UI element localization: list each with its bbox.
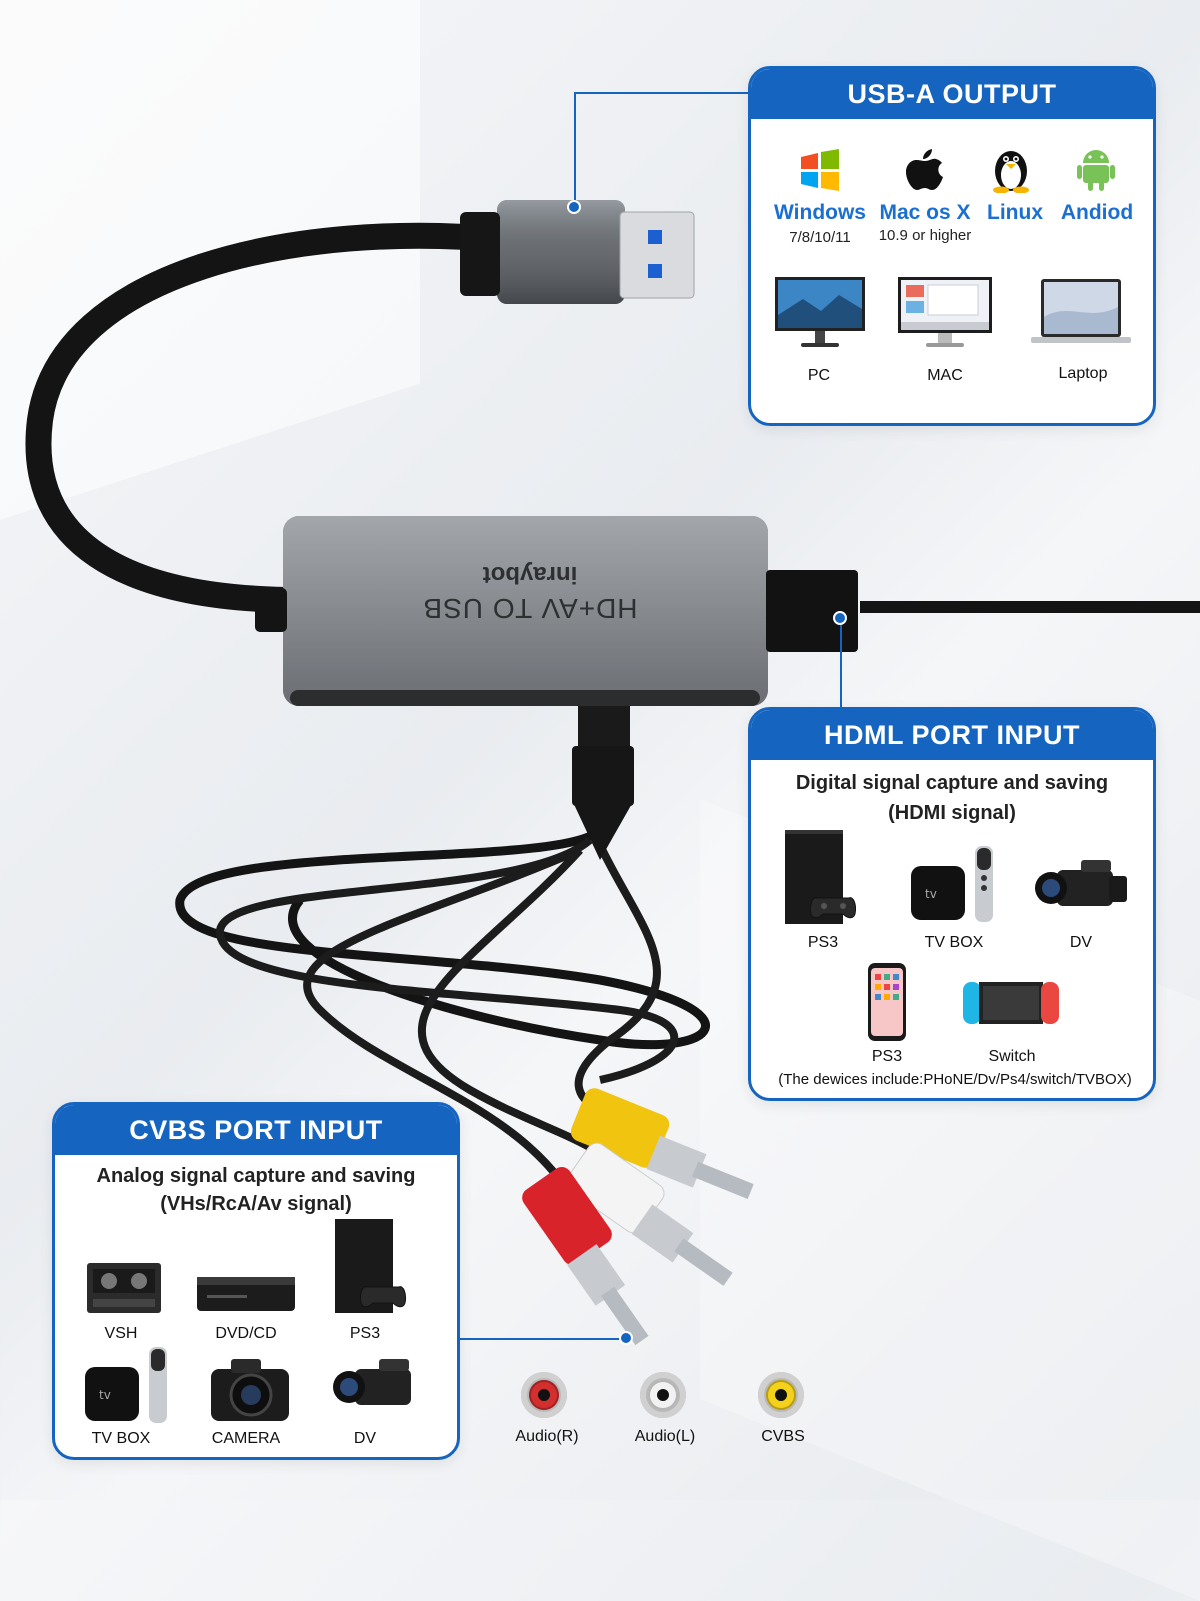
svg-text:tv: tv <box>925 887 937 901</box>
rca-plug-red <box>522 1167 649 1346</box>
device-label: DVD/CD <box>215 1325 277 1342</box>
panel-subtitle: Analog signal capture and saving <box>96 1165 416 1187</box>
connector-line <box>574 92 576 208</box>
tv-box-icon: tv <box>85 1347 167 1423</box>
devices-note: (The dewices include:PHoNE/Dv/Ps4/switch… <box>778 1071 1132 1088</box>
rca-plug-white <box>565 1142 733 1286</box>
rca-jack-label: Audio(R) <box>515 1428 579 1445</box>
connector-line <box>460 1338 626 1340</box>
os-name: Andiod <box>1060 201 1134 224</box>
svg-text:tv: tv <box>99 1388 111 1402</box>
os-name: Linux <box>987 201 1043 224</box>
device-label: MAC <box>927 367 963 384</box>
device-label: DV <box>353 1430 377 1447</box>
device-label: PS3 <box>871 1048 903 1065</box>
os-version: 7/8/10/11 <box>789 229 851 246</box>
connector-line <box>574 92 750 94</box>
device-label: PC <box>807 367 831 384</box>
os-name: Mac os X <box>879 201 971 224</box>
device-print: HD+AV TO USB inraybot <box>420 560 640 624</box>
game-console-icon <box>335 1219 406 1313</box>
camcorder-icon <box>1035 860 1127 906</box>
vhs-player-icon <box>87 1263 161 1313</box>
windows-logo-icon <box>801 149 839 191</box>
device-label: TV BOX <box>924 934 984 951</box>
rca-jack-red <box>521 1372 571 1422</box>
panel-title: HDML PORT INPUT <box>751 710 1153 760</box>
hdmi-connector <box>766 570 858 652</box>
switch-console-icon <box>963 982 1059 1024</box>
device-label: HD+AV TO USB <box>422 593 638 624</box>
usb-plug-tip <box>619 211 695 299</box>
os-version: 10.9 or higher <box>878 227 972 244</box>
device-label: TV BOX <box>91 1430 151 1447</box>
hdmi-input-panel: HDML PORT INPUT Digital signal capture a… <box>748 707 1156 1101</box>
device-brand: inraybot <box>482 561 578 588</box>
device-label: PS3 <box>349 1325 381 1342</box>
connector-line <box>840 618 842 710</box>
usb-pin <box>648 264 662 278</box>
device-label: Laptop <box>1058 365 1108 382</box>
rca-jack-label: CVBS <box>761 1428 805 1445</box>
game-console-icon <box>785 830 856 924</box>
product-illustration <box>25 200 1200 1346</box>
panel-subtitle: (VHs/RcA/Av signal) <box>160 1193 352 1215</box>
os-name: Windows <box>774 201 866 224</box>
rca-cable-bundle <box>215 836 679 1084</box>
monitor-icon <box>775 277 865 347</box>
panel-title: CVBS PORT INPUT <box>55 1105 457 1155</box>
rca-cable-white <box>417 847 634 1183</box>
dvd-player-icon <box>197 1277 295 1311</box>
device-label: PS3 <box>807 934 839 951</box>
tv-box-icon: tv <box>911 846 993 922</box>
camera-icon <box>211 1359 289 1421</box>
rca-jack-label: Audio(L) <box>634 1428 696 1445</box>
panel-subtitle: Digital signal capture and saving <box>795 772 1109 794</box>
usb-pin <box>648 230 662 244</box>
device-label: Switch <box>988 1048 1036 1065</box>
callout-dot <box>619 1331 633 1345</box>
apple-logo-icon <box>906 149 943 190</box>
rca-jack-yellow <box>758 1372 808 1422</box>
rca-jack-white <box>640 1372 690 1422</box>
usb-output-panel: USB-A OUTPUT Windows 7/8/10/11 Mac os X … <box>748 66 1156 426</box>
rca-cable-yellow <box>574 843 661 1114</box>
phone-icon <box>868 963 906 1041</box>
callout-dot <box>833 611 847 625</box>
rca-cable-red <box>303 846 582 1183</box>
panel-subtitle: (HDMI signal) <box>888 802 1016 824</box>
camcorder-icon <box>333 1359 411 1405</box>
device-label: CAMERA <box>211 1430 281 1447</box>
linux-penguin-icon <box>993 151 1029 193</box>
callout-dot <box>567 200 581 214</box>
cvbs-input-panel: CVBS PORT INPUT Analog signal capture an… <box>52 1102 460 1460</box>
mac-monitor-icon <box>898 277 992 347</box>
rca-cable-bundle <box>175 826 710 1050</box>
laptop-icon <box>1031 279 1131 343</box>
panel-title: USB-A OUTPUT <box>751 69 1153 119</box>
device-label: VSH <box>104 1325 138 1342</box>
device-label: DV <box>1069 934 1093 951</box>
usb-cable <box>25 222 518 613</box>
android-logo-icon <box>1077 150 1115 191</box>
